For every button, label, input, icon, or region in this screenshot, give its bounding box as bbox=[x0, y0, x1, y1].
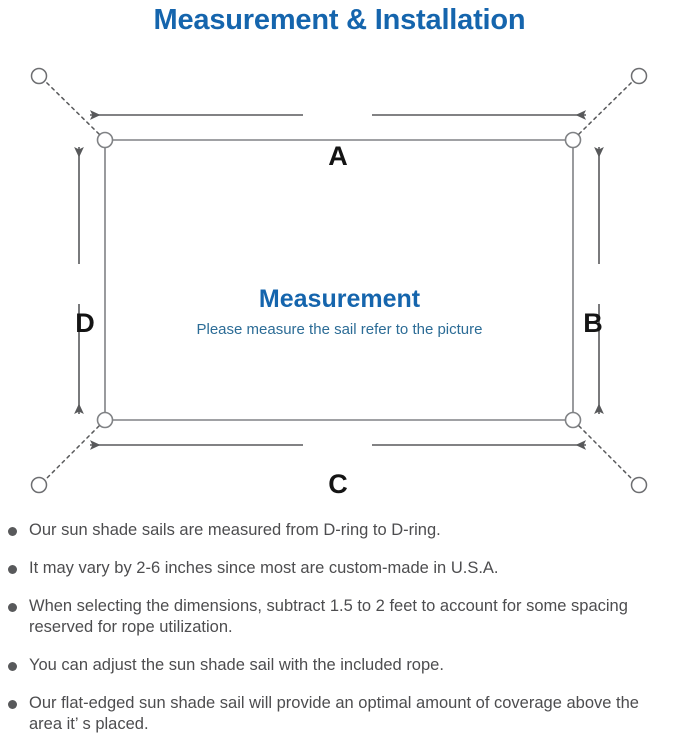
anchor-point-top-left-icon bbox=[30, 67, 48, 85]
anchor-point-bottom-right-icon bbox=[630, 476, 648, 494]
dimension-label-c: C bbox=[328, 469, 348, 499]
bullet-icon bbox=[8, 603, 17, 612]
notes-list: Our sun shade sails are measured from D-… bbox=[0, 520, 679, 752]
note-text: Our flat-edged sun shade sail will provi… bbox=[29, 694, 639, 733]
bullet-icon bbox=[8, 700, 17, 709]
diagram-svg bbox=[30, 67, 648, 494]
dimension-label-a: A bbox=[328, 141, 348, 171]
anchor-point-top-right-icon bbox=[630, 67, 648, 85]
list-item: It may vary by 2-6 inches since most are… bbox=[0, 558, 679, 579]
rope-line-bottom-left bbox=[45, 425, 100, 480]
note-text: You can adjust the sun shade sail with t… bbox=[29, 656, 444, 674]
list-item: Our flat-edged sun shade sail will provi… bbox=[0, 693, 679, 735]
list-item: You can adjust the sun shade sail with t… bbox=[0, 655, 679, 676]
dimension-label-b: B bbox=[583, 308, 603, 338]
sail-body bbox=[104, 139, 574, 421]
rope-line-top-right bbox=[578, 81, 633, 135]
page-title: Measurement & Installation bbox=[153, 4, 526, 36]
bullet-icon bbox=[8, 662, 17, 671]
list-item: When selecting the dimensions, subtract … bbox=[0, 596, 679, 638]
note-text: It may vary by 2-6 inches since most are… bbox=[29, 559, 499, 577]
note-text: When selecting the dimensions, subtract … bbox=[29, 597, 628, 636]
bullet-icon bbox=[8, 527, 17, 536]
list-item: Our sun shade sails are measured from D-… bbox=[0, 520, 679, 541]
bullet-icon bbox=[8, 565, 17, 574]
note-text: Our sun shade sails are measured from D-… bbox=[29, 521, 441, 539]
d-ring-bottom-left-icon bbox=[96, 411, 114, 429]
anchor-point-bottom-left-icon bbox=[30, 476, 48, 494]
d-ring-top-left-icon bbox=[96, 131, 114, 149]
d-ring-bottom-right-icon bbox=[564, 411, 582, 429]
rope-line-bottom-right bbox=[578, 425, 633, 480]
d-ring-top-right-icon bbox=[564, 131, 582, 149]
rope-line-top-left bbox=[45, 81, 100, 135]
dimension-label-d: D bbox=[75, 308, 95, 338]
measurement-diagram: Measurement Please measure the sail refe… bbox=[0, 42, 679, 512]
